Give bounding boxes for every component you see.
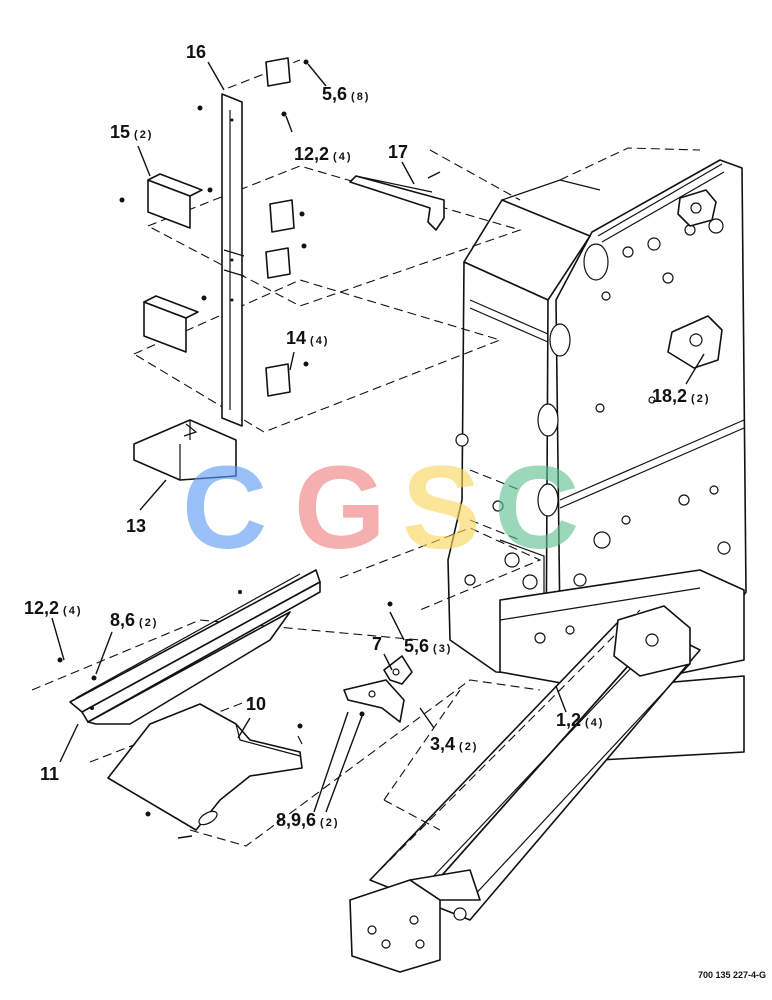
drawing-number: 700 135 227-4-G [698, 970, 766, 980]
callout-11: 11 [40, 764, 59, 784]
hitch-tongue [349, 605, 701, 973]
watermark-letter-2: G [294, 442, 386, 574]
callout-8-6: 8,6(2) [110, 610, 158, 630]
callout-12-2-b: 12,2(4) [24, 598, 83, 618]
watermark-letter-4: C [494, 442, 579, 574]
part-11-channel [57, 569, 321, 725]
part-10-shield [107, 703, 303, 839]
callout-18-2: 18,2(2) [652, 386, 711, 406]
callout-12-2-a: 12,2(4) [294, 144, 353, 164]
callout-14: 14(4) [286, 328, 329, 348]
callout-3-4: 3,4(2) [430, 734, 478, 754]
callout-15: 15(2) [110, 122, 153, 142]
part-13-bracket [133, 419, 237, 481]
callout-5-6-a: 5,6(8) [322, 84, 370, 104]
callout-1-2: 1,2(4) [556, 710, 604, 730]
callout-17: 17 [388, 142, 408, 162]
callout-5-6-b: 5,6(3) [404, 636, 452, 656]
part-17-brace [349, 171, 445, 231]
callout-8-9-6: 8,9,6(2) [276, 810, 340, 830]
part-7-bracket [383, 655, 413, 685]
callout-labels: 16 5,6(8) 15(2) 12,2(4) 17 14(4) 18,2(2)… [24, 42, 711, 830]
part-16-vertical-channel [221, 93, 245, 427]
leader-lines [51, 61, 705, 813]
watermark-letter-1: C [182, 442, 267, 574]
part-8-9-bracket [343, 601, 405, 723]
callout-10: 10 [246, 694, 266, 714]
callout-13: 13 [126, 516, 146, 536]
cgsc-watermark: C G S C [182, 442, 579, 574]
watermark-letter-3: S [402, 442, 481, 574]
part-15-brackets [119, 105, 213, 353]
part-14-clips [265, 57, 309, 397]
callout-7: 7 [372, 634, 382, 654]
callout-16: 16 [186, 42, 206, 62]
